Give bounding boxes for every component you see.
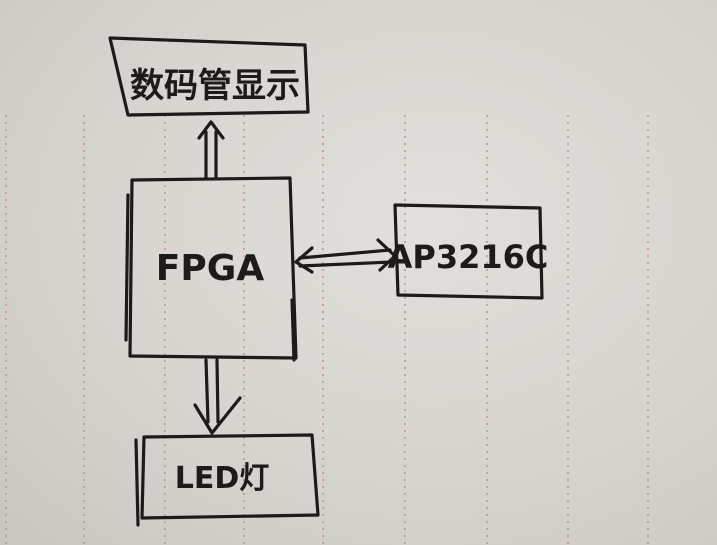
sensor-label: AP3216C [388,238,549,276]
arrow-fpga-to-display [197,120,225,180]
arrow-fpga-sensor [294,238,397,274]
display-label: 数码管显示 [130,66,300,106]
arrow-fpga-to-led [193,358,242,435]
led-block: LED灯 [134,433,320,527]
fpga-label: FPGA [156,248,265,289]
display-block: 数码管显示 [108,36,310,117]
led-label: LED灯 [175,461,270,496]
ruled-lines [5,115,649,545]
sensor-block: AP3216C [388,203,549,300]
fpga-block: FPGA [124,176,298,362]
